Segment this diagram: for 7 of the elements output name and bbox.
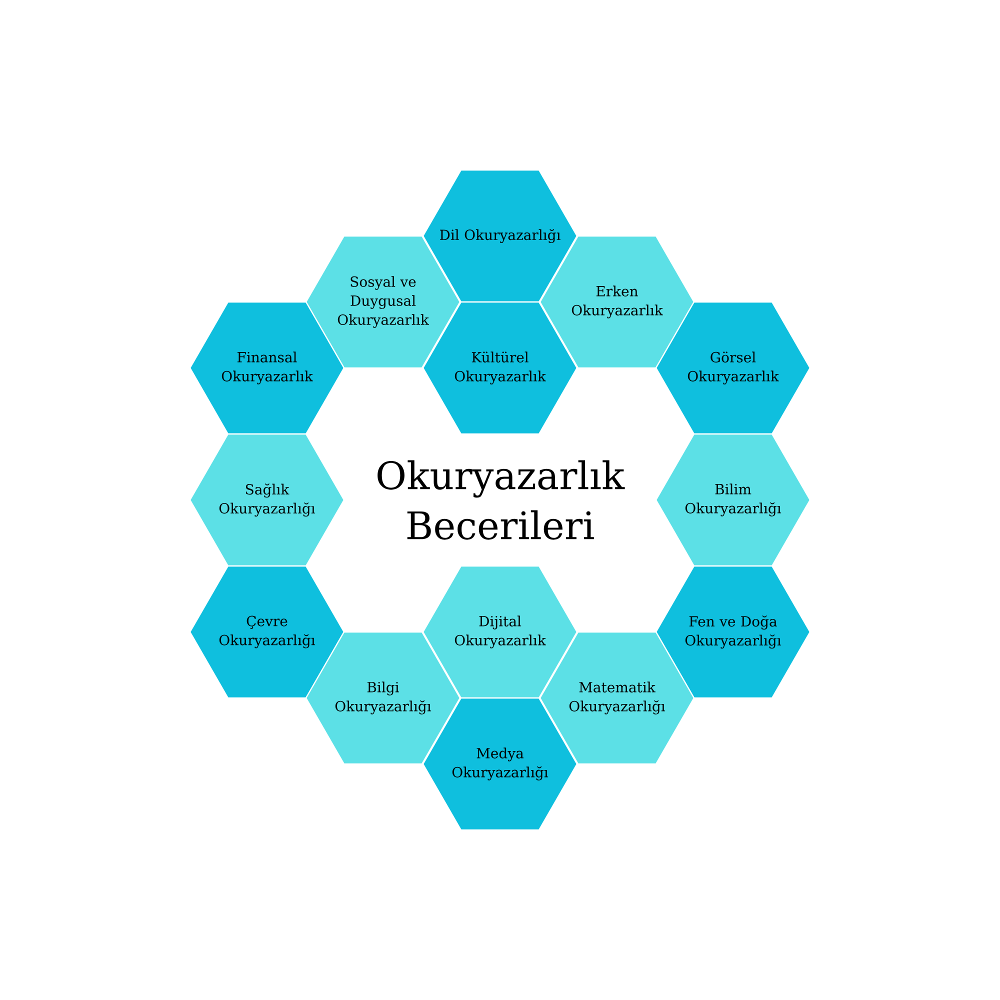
hexagon: Bilim Okuryazarlığı bbox=[655, 433, 811, 567]
hexagon: Sağlık Okuryazarlığı bbox=[189, 433, 345, 567]
hexagon: Çevre Okuryazarlığı bbox=[189, 565, 345, 699]
hexagon: Dijital Okuryazarlık bbox=[422, 565, 578, 699]
title: Okuryazarlık Becerileri bbox=[378, 460, 625, 540]
hexagon: Fen ve Doğa Okuryazarlığı bbox=[655, 565, 811, 699]
hexagon: Dil Okuryazarlığı bbox=[422, 169, 578, 303]
